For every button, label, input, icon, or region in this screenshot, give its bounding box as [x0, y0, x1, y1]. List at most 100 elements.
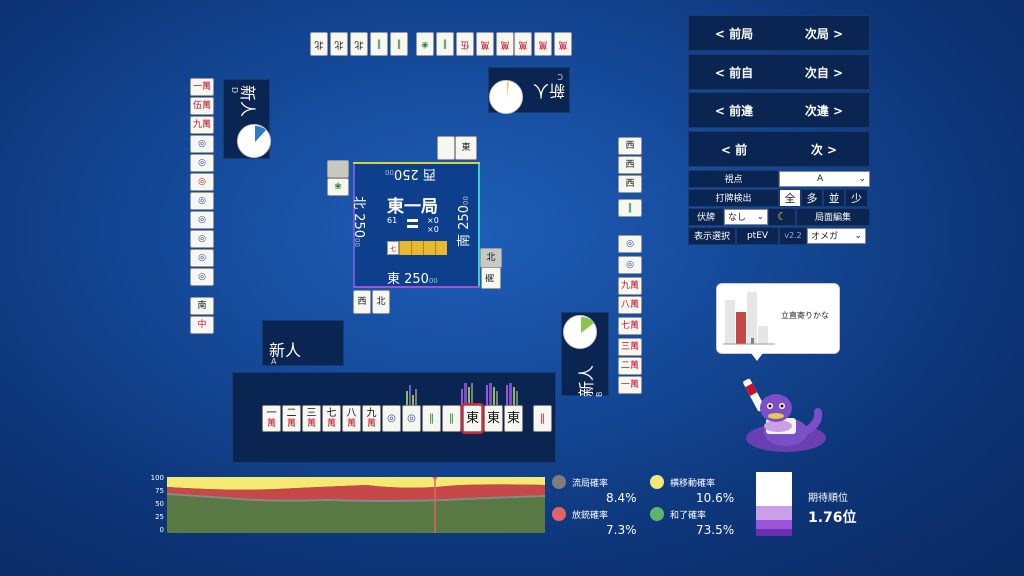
- display-row: 表示選択 ptEV v2.2 オメガ⌄: [688, 226, 870, 245]
- remaining-tiles-bar: 七: [387, 241, 447, 255]
- prob-area-chart: [167, 477, 545, 533]
- score-north: 北 25000: [350, 196, 366, 247]
- west-meld-tile: 西: [353, 290, 371, 314]
- hand-tile-selected[interactable]: 東: [461, 403, 484, 434]
- moon-icon[interactable]: ☾: [768, 207, 796, 226]
- hidden-label: 伏牌: [688, 207, 724, 226]
- yoko-color-dot: [650, 475, 664, 489]
- display-value[interactable]: ptEV: [736, 226, 779, 245]
- tile: 中: [190, 316, 214, 334]
- player-seat: D: [230, 87, 239, 94]
- honba-stick-icon: [407, 225, 418, 228]
- detect-normal-button[interactable]: 並: [823, 188, 845, 207]
- edit-position-button[interactable]: 局面編集: [796, 207, 870, 226]
- next-round-button[interactable]: 次局 >: [804, 26, 844, 41]
- tile: ‖: [436, 32, 454, 56]
- viewpoint-select[interactable]: A⌄: [779, 170, 870, 187]
- hand-tile[interactable]: 七萬: [322, 405, 341, 432]
- tile: ‖: [370, 32, 388, 56]
- houju-color-dot: [552, 507, 566, 521]
- hand-tile[interactable]: 九萬: [362, 405, 381, 432]
- tile: 一萬: [618, 376, 642, 394]
- hand-tile[interactable]: ‖: [442, 405, 461, 432]
- drawn-tile[interactable]: ‖: [533, 405, 552, 432]
- ryukyoku-value: 8.4%: [606, 491, 637, 505]
- dora-indicator: ❀: [327, 178, 349, 196]
- nav-diff-row: < 前違 次違 >: [688, 92, 870, 128]
- player-b-panel: 新人 B: [561, 312, 609, 398]
- south-meld-tile: 南: [481, 267, 501, 289]
- ryukyoku-color-dot: [552, 475, 566, 489]
- player-seat: B: [595, 391, 604, 398]
- tile: 北: [350, 32, 368, 56]
- player-seat: A: [271, 357, 277, 366]
- hand-tile[interactable]: ◎: [402, 405, 421, 432]
- hand-tile[interactable]: 八萬: [342, 405, 361, 432]
- tile: ‖: [618, 199, 642, 217]
- tile: 八萬: [618, 296, 642, 314]
- hand-tile[interactable]: 一萬: [262, 405, 281, 432]
- timer-clock-icon: [489, 80, 523, 114]
- tile: 北: [310, 32, 328, 56]
- tile: 萬: [514, 32, 532, 56]
- hand-tile[interactable]: ◎: [382, 405, 401, 432]
- axis-tick: 50: [155, 500, 164, 508]
- prev-round-button[interactable]: < 前局: [714, 26, 754, 41]
- hand-tile[interactable]: 東: [484, 405, 503, 432]
- mini-bar-chart: [723, 290, 775, 346]
- tile: ◎: [190, 268, 214, 286]
- tile: 九萬: [618, 277, 642, 295]
- detect-few-button[interactable]: 少: [845, 188, 868, 207]
- tile: ‖: [390, 32, 408, 56]
- prev-self-button[interactable]: < 前自: [714, 65, 754, 80]
- honba-count-2: ×0: [427, 225, 439, 234]
- next-self-button[interactable]: 次自 >: [804, 65, 844, 80]
- timer-clock-icon: [237, 124, 271, 158]
- next-diff-button[interactable]: 次違 >: [804, 103, 844, 118]
- player-c-panel: 新人 C: [488, 67, 570, 114]
- detect-all-button[interactable]: 全: [779, 188, 801, 207]
- tile: ◎: [190, 135, 214, 153]
- east-discard-column: 西 西 西 ‖ ◎ ◎ 九萬 八萬 七萬 三萬 二萬 一萬: [618, 137, 644, 397]
- player-name: 新人: [269, 341, 302, 360]
- tile: 南: [190, 297, 214, 315]
- tile: 三萬: [618, 338, 642, 356]
- axis-tick: 0: [159, 526, 164, 534]
- model-select[interactable]: オメガ⌄: [807, 227, 866, 244]
- tile: ❀: [416, 32, 434, 56]
- player-name: 新人: [238, 85, 257, 118]
- west-discard-column: 一萬 伍萬 九萬 ◎ ◎ ◎ ◎ ◎ ◎ ◎ ◎ 南 中: [190, 78, 216, 338]
- discard-detect-label: 打牌検出: [688, 188, 779, 207]
- expected-rank-bar: [756, 472, 792, 536]
- riichi-count: 61: [387, 216, 398, 225]
- timer-clock-icon: [563, 315, 597, 349]
- prev-button[interactable]: < 前: [720, 142, 748, 157]
- tile: 伍: [456, 32, 474, 56]
- hand-tile[interactable]: ‖: [422, 405, 441, 432]
- prev-diff-button[interactable]: < 前違: [714, 103, 754, 118]
- hidden-row: 伏牌 なし⌄ ☾ 局面編集: [688, 207, 870, 226]
- round-title: 東一局: [387, 197, 438, 217]
- board-top-edge: [353, 162, 480, 164]
- hand-tile[interactable]: 三萬: [302, 405, 321, 432]
- tile: 萬: [496, 32, 514, 56]
- ryukyoku-label: 流局確率: [572, 479, 609, 489]
- detect-many-button[interactable]: 多: [801, 188, 823, 207]
- discard-detect-row: 打牌検出 全 多 並 少: [688, 188, 870, 207]
- hidden-select[interactable]: なし⌄: [724, 208, 768, 225]
- hand-tile[interactable]: 二萬: [282, 405, 301, 432]
- tile: ◎: [190, 249, 214, 267]
- tile: 西: [618, 156, 642, 174]
- next-button[interactable]: 次 >: [810, 142, 838, 157]
- houju-value: 7.3%: [606, 523, 637, 537]
- expected-rank-value: 1.76位: [808, 510, 857, 526]
- chevron-down-icon: ⌄: [854, 230, 862, 241]
- hand-tile[interactable]: 東: [504, 405, 523, 432]
- axis-tick: 75: [155, 487, 164, 495]
- speech-text: 立直寄りかな: [781, 311, 829, 320]
- board-left-edge: [353, 162, 355, 288]
- hand-area: 一萬 二萬 三萬 七萬 八萬 九萬 ◎ ◎ ‖ ‖ 東 東 東 ‖: [232, 372, 556, 463]
- nav-round-row: < 前局 次局 >: [688, 15, 870, 51]
- player-a-panel: 新人 A: [262, 320, 344, 366]
- tile: 伍萬: [190, 97, 214, 115]
